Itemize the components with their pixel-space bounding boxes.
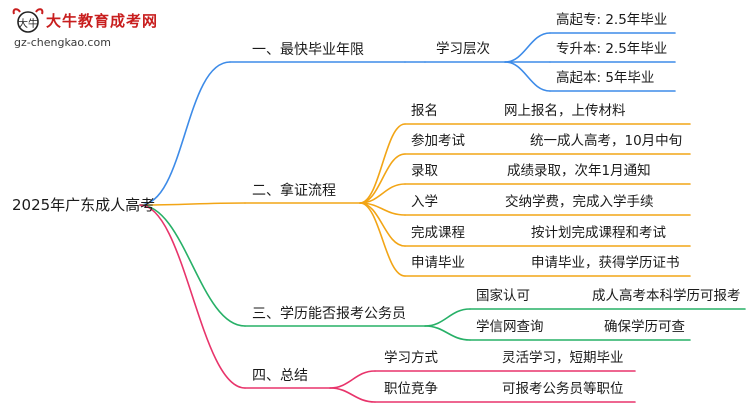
branch-4-item-2-value: 可报考公务员等职位 [502, 381, 624, 397]
branch-3-item-2-value: 确保学历可查 [604, 319, 685, 335]
connector-b2-s3 [359, 183, 406, 204]
root-node: 2025年广东成人高考 [12, 196, 156, 214]
branch-3-item-1-label: 国家认可 [476, 288, 530, 304]
branch-2-step-4-label: 入学 [411, 194, 438, 210]
connector-root-b2 [139, 202, 246, 206]
branch-4-item-1-label: 学习方式 [384, 350, 438, 366]
branch-1-item-1: 高起专: 2.5年毕业 [556, 12, 668, 28]
branch-2-label: 二、拿证流程 [252, 183, 336, 199]
connector-b3-s2 [424, 325, 471, 341]
branch-2-step-4-value: 交纳学费，完成入学手续 [505, 194, 654, 210]
branch-2-step-2-value: 统一成人高考，10月中旬 [530, 133, 683, 149]
branch-1-item-2: 专升本: 2.5年毕业 [556, 41, 668, 57]
branch-2-step-5-label: 完成课程 [411, 225, 465, 241]
connector-b1-item3 [504, 61, 551, 92]
branch-2-step-1-value: 网上报名，上传材料 [504, 103, 626, 119]
connector-root-b4 [139, 204, 246, 389]
branch-2-step-6-value: 申请毕业，获得学历证书 [531, 255, 680, 271]
branch-2-step-3-value: 成绩录取，次年1月通知 [507, 163, 651, 179]
logo-mark: 大牛 [18, 17, 38, 30]
branch-2-step-5-value: 按计划完成课程和考试 [531, 225, 666, 241]
connector-b1-item1 [504, 32, 551, 63]
connector-b2-s6 [359, 202, 406, 277]
branch-1-sub-label: 学习层次 [436, 41, 490, 57]
connector-b3-s1 [424, 308, 471, 327]
connector-b2-s1 [359, 123, 406, 204]
branch-3-item-1-value: 成人高考本科学历可报考 [592, 288, 741, 304]
site-name: 大牛教育成考网 [46, 12, 159, 30]
branch-3-label: 三、学历能否报考公务员 [252, 306, 406, 322]
site-domain: gz-chengkao.com [14, 36, 111, 49]
connector-b2-s2 [359, 153, 406, 204]
bull-logo-icon: 大牛 [12, 8, 44, 33]
branch-4-item-2-label: 职位竞争 [384, 381, 438, 397]
branch-2-step-1-label: 报名 [411, 103, 438, 119]
connector-root-b3 [139, 204, 246, 327]
branch-1-label: 一、最快毕业年限 [252, 42, 364, 58]
branch-3-item-2-label: 学信网查询 [476, 319, 544, 335]
branch-4-item-1-value: 灵活学习，短期毕业 [502, 350, 624, 366]
site-logo: 大牛 大牛教育成考网 gz-chengkao.com [8, 6, 168, 54]
branch-2-step-6-label: 申请毕业 [411, 255, 465, 271]
branch-2-step-2-label: 参加考试 [411, 133, 465, 149]
connector-root-b1 [139, 61, 231, 206]
branch-4-label: 四、总结 [252, 368, 308, 384]
branch-2-step-3-label: 录取 [411, 163, 438, 179]
branch-1-item-3: 高起本: 5年毕业 [556, 70, 655, 86]
connector-b4-s1 [329, 370, 376, 389]
connector-b4-s2 [329, 387, 376, 403]
